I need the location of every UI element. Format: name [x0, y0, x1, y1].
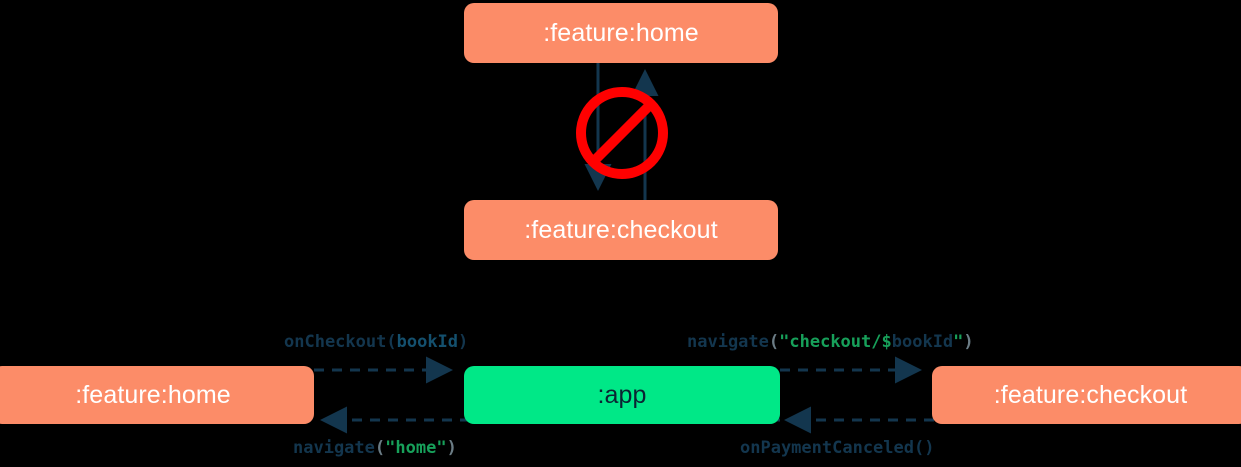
edge-label-on-payment-canceled: onPaymentCanceled() — [740, 438, 934, 458]
node-bottom-app[interactable]: :app — [464, 366, 780, 424]
code-token: bookId — [396, 332, 459, 352]
code-token: onCheckout — [284, 332, 387, 352]
edge-label-on-checkout: onCheckout(bookId) — [284, 332, 468, 352]
node-bottom-feature-checkout[interactable]: :feature:checkout — [932, 366, 1241, 424]
code-token: ) — [446, 438, 457, 458]
code-token: bookId — [891, 332, 954, 352]
node-label: :feature:home — [543, 18, 699, 47]
node-label: :feature:home — [75, 380, 231, 409]
code-token: " — [953, 332, 964, 352]
edge-label-navigate-checkout: navigate("checkout/$bookId") — [687, 332, 974, 352]
code-token: ) — [963, 332, 974, 352]
node-label: :feature:checkout — [993, 380, 1188, 409]
node-top-feature-checkout[interactable]: :feature:checkout — [464, 200, 778, 260]
code-token: ( — [386, 332, 397, 352]
code-token: ( — [768, 332, 780, 352]
code-token: navigate — [687, 332, 769, 352]
code-token: $ — [881, 332, 892, 352]
node-label: :app — [597, 380, 647, 409]
code-token: "home" — [385, 438, 447, 458]
code-token: "checkout/ — [779, 332, 882, 352]
code-token: onPaymentCanceled — [740, 438, 914, 458]
code-token: ( — [374, 438, 386, 458]
edge-label-navigate-home: navigate("home") — [293, 438, 457, 458]
node-top-feature-home[interactable]: :feature:home — [464, 3, 778, 63]
no-entry-icon — [576, 87, 668, 179]
code-token: () — [914, 438, 935, 458]
code-token: ) — [458, 332, 469, 352]
node-bottom-feature-home[interactable]: :feature:home — [0, 366, 314, 424]
code-token: navigate — [293, 438, 375, 458]
node-label: :feature:checkout — [524, 215, 718, 244]
